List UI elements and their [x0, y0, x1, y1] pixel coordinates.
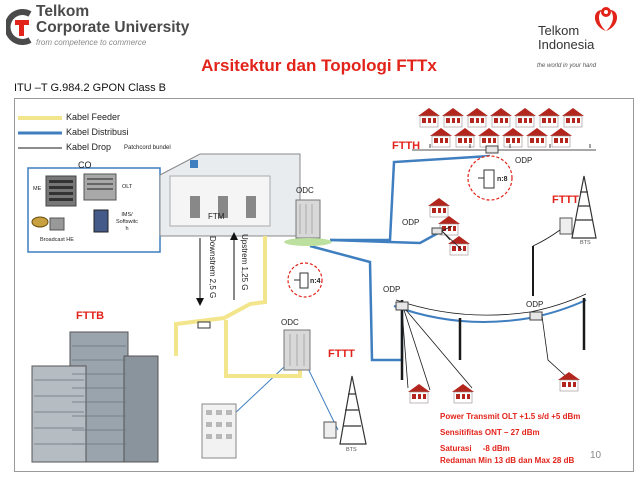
bts-right-tower — [571, 175, 597, 239]
saturation-text: Saturasi -8 dBm — [440, 444, 510, 453]
legend-feeder-label: Kabel Feeder — [66, 112, 121, 122]
telkom-indonesia-logo-icon — [594, 7, 618, 31]
odc-bottom-label: ODC — [281, 318, 299, 327]
bts-bottom-label: BTS — [346, 447, 357, 453]
distribusi-cable-fttt — [309, 244, 404, 362]
me-label: ME — [33, 186, 42, 192]
odp-right-label: ODP — [526, 300, 544, 309]
ftth-label: FTTH — [392, 140, 421, 152]
legend-drop-label: Kabel Drop — [66, 142, 112, 152]
legend-distribusi-label: Kabel Distribusi — [66, 127, 129, 137]
feeder-cable — [174, 236, 267, 356]
partner-tagline: the world in your hand — [537, 63, 597, 69]
ims-label: IMS/ Softswitc h — [116, 212, 139, 232]
downstream-label: Downstrem 2,5 G — [208, 236, 217, 299]
slide-title: Arsitektur dan Topologi FTTx — [201, 56, 437, 75]
broadcast-dish — [31, 216, 49, 228]
power-transmit-text: Power Transmit OLT +1.5 s/d +5 dBm — [440, 412, 581, 421]
fttb-label: FTTB — [76, 310, 105, 322]
olt-label: OLT — [122, 184, 133, 190]
attenuation-text: Redaman Min 13 dB dan Max 28 dB — [440, 456, 575, 465]
company-name-line2: Corporate University — [36, 19, 190, 36]
odc-top-label: ODC — [296, 186, 314, 195]
partner-name: Telkom Indonesia — [538, 24, 594, 52]
company-name-line1: Telkom — [36, 3, 90, 20]
sensitivity-text: Sensitifitas ONT – 27 dBm — [440, 428, 540, 437]
odp-top-label: ODP — [515, 156, 533, 165]
odp-mid-label: ODP — [383, 285, 401, 294]
bts-bottom-tower — [339, 375, 367, 445]
olt-rack — [83, 173, 117, 201]
fttt-mid-label: FTTT — [328, 348, 355, 360]
fttt-right-label: FTTT — [552, 194, 579, 206]
upstream-label: Upstrem 1,25 G — [240, 234, 249, 291]
odp-pole-box — [395, 301, 409, 311]
bts-right-label: BTS — [580, 240, 591, 246]
partner-name-line2: Indonesia — [538, 37, 595, 52]
odp-mid-left-label: ODP — [402, 218, 420, 227]
odp-right-box — [529, 311, 543, 321]
broadcast-label: Broadcast HE — [40, 237, 74, 243]
slide-subtitle: ITU –T G.984.2 GPON Class B — [14, 82, 167, 94]
distribusi-cable-odp-mid — [329, 230, 441, 245]
overhead-cable — [393, 299, 587, 323]
odp-mid-left-box — [431, 227, 443, 235]
splitter-4-label: n:4 — [310, 278, 321, 285]
splitter-8-label: n:8 — [497, 176, 508, 183]
fttb-splice — [197, 321, 211, 329]
diagram-frame — [14, 98, 634, 472]
partner-name-line1: Telkom — [538, 23, 580, 38]
distribusi-cable-ftth — [330, 154, 491, 242]
odp-ftth-box — [485, 145, 499, 154]
ims-server — [93, 209, 109, 233]
co-label: CO — [78, 160, 92, 170]
company-tagline: from competence to commerce — [36, 38, 147, 47]
company-name: Telkom Corporate University — [36, 4, 189, 36]
legend-drop-note: Patchcord bundel — [124, 145, 171, 151]
page-number: 10 — [590, 450, 602, 461]
ftm-label: FTM — [208, 212, 225, 221]
telkom-corpu-logo-icon — [6, 9, 32, 45]
